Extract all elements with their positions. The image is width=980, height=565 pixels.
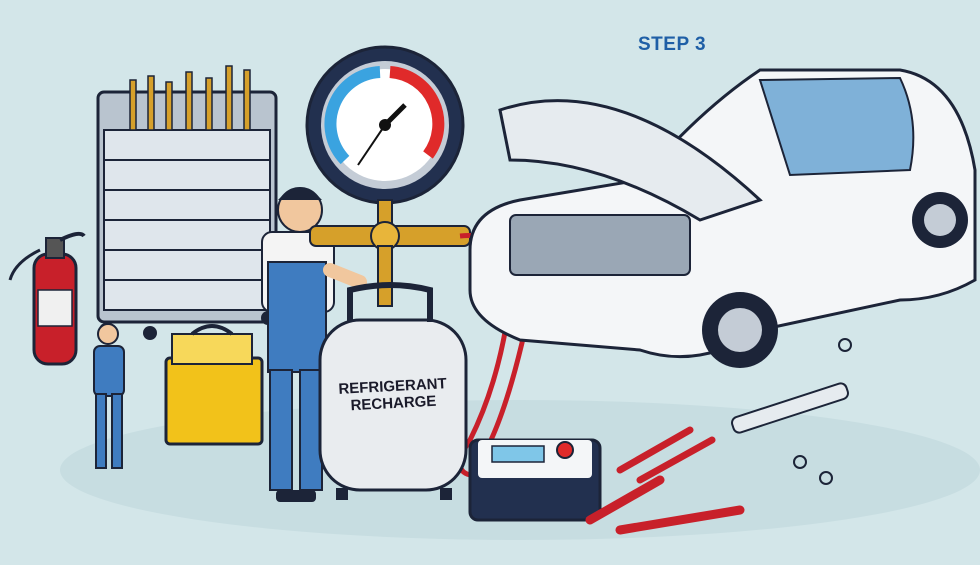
technician xyxy=(261,187,367,502)
yellow-toolbox xyxy=(164,324,264,446)
ac-charging-machine xyxy=(468,438,602,522)
small-worker xyxy=(93,323,125,469)
tool-cart xyxy=(96,65,278,340)
fire-extinguisher xyxy=(8,231,86,366)
tank-label: REFRIGERANT RECHARGE xyxy=(327,375,459,416)
pressure-gauge xyxy=(305,45,465,225)
brass-manifold xyxy=(309,221,471,307)
white-car xyxy=(468,68,977,368)
step-heading: STEP 3 xyxy=(638,34,707,55)
tools xyxy=(585,338,852,535)
refrigerant-tank xyxy=(318,282,468,500)
